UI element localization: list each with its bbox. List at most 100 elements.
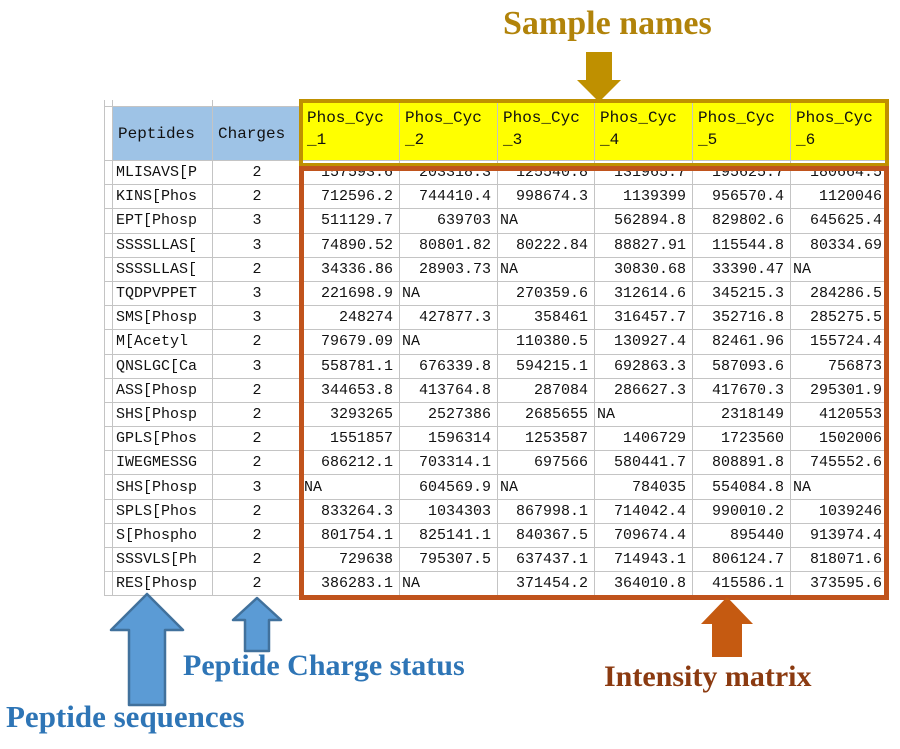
intensity-cell[interactable]: 840367.5: [498, 523, 595, 548]
intensity-cell[interactable]: 744410.4: [400, 185, 498, 210]
charge-cell[interactable]: 2: [213, 499, 302, 524]
charge-cell[interactable]: 2: [213, 185, 302, 210]
charge-cell[interactable]: 2: [213, 378, 302, 403]
intensity-cell[interactable]: 413764.8: [400, 378, 498, 403]
intensity-cell[interactable]: 352716.8: [693, 306, 791, 331]
charge-cell[interactable]: 3: [213, 475, 302, 500]
peptide-cell[interactable]: S[Phospho: [113, 523, 213, 548]
intensity-cell[interactable]: 692863.3: [595, 354, 693, 379]
intensity-cell[interactable]: 312614.6: [595, 281, 693, 307]
charge-cell[interactable]: 2: [213, 572, 302, 597]
sample-column-header-1[interactable]: Phos_Cyc_1: [302, 100, 400, 161]
intensity-cell[interactable]: 74890.52: [302, 233, 400, 258]
intensity-cell[interactable]: 801754.1: [302, 523, 400, 548]
intensity-cell[interactable]: 1039246: [791, 499, 889, 524]
charge-cell[interactable]: 3: [213, 281, 302, 307]
intensity-cell[interactable]: NA: [595, 402, 693, 428]
intensity-cell[interactable]: 729638: [302, 548, 400, 573]
intensity-cell[interactable]: 285275.5: [791, 306, 889, 331]
intensity-cell[interactable]: 1596314: [400, 427, 498, 452]
charge-cell[interactable]: 3: [213, 233, 302, 258]
intensity-cell[interactable]: 1139399: [595, 185, 693, 210]
peptide-cell[interactable]: QNSLGC[Ca: [113, 354, 213, 379]
intensity-cell[interactable]: NA: [302, 475, 400, 500]
sample-column-header-3[interactable]: Phos_Cyc_3: [498, 100, 595, 161]
charge-cell[interactable]: 3: [213, 306, 302, 331]
intensity-cell[interactable]: 110380.5: [498, 330, 595, 355]
intensity-cell[interactable]: 580441.7: [595, 451, 693, 476]
intensity-cell[interactable]: 795307.5: [400, 548, 498, 573]
intensity-cell[interactable]: 415586.1: [693, 572, 791, 597]
peptide-cell[interactable]: RES[Phosp: [113, 572, 213, 597]
intensity-cell[interactable]: 2527386: [400, 402, 498, 428]
intensity-cell[interactable]: NA: [400, 281, 498, 307]
intensity-cell[interactable]: 554084.8: [693, 475, 791, 500]
intensity-cell[interactable]: 645625.4: [791, 209, 889, 234]
intensity-cell[interactable]: NA: [791, 257, 889, 282]
peptide-cell[interactable]: SSSSLLAS[: [113, 257, 213, 282]
intensity-cell[interactable]: NA: [498, 209, 595, 234]
intensity-cell[interactable]: 130927.4: [595, 330, 693, 355]
intensity-cell[interactable]: 115544.8: [693, 233, 791, 258]
intensity-cell[interactable]: 316457.7: [595, 306, 693, 331]
intensity-cell[interactable]: 1034303: [400, 499, 498, 524]
intensity-cell[interactable]: 558781.1: [302, 354, 400, 379]
intensity-cell[interactable]: 712596.2: [302, 185, 400, 210]
intensity-cell[interactable]: 511129.7: [302, 209, 400, 234]
peptide-cell[interactable]: ASS[Phosp: [113, 378, 213, 403]
intensity-cell[interactable]: 28903.73: [400, 257, 498, 282]
charge-cell[interactable]: 2: [213, 402, 302, 428]
intensity-cell[interactable]: 79679.09: [302, 330, 400, 355]
sample-column-header-4[interactable]: Phos_Cyc_4: [595, 100, 693, 161]
intensity-cell[interactable]: 4120553: [791, 402, 889, 428]
peptide-cell[interactable]: SSSVLS[Ph: [113, 548, 213, 573]
intensity-cell[interactable]: 2318149: [693, 402, 791, 428]
intensity-cell[interactable]: 829802.6: [693, 209, 791, 234]
intensity-cell[interactable]: 270359.6: [498, 281, 595, 307]
intensity-cell[interactable]: 686212.1: [302, 451, 400, 476]
intensity-cell[interactable]: 806124.7: [693, 548, 791, 573]
intensity-cell[interactable]: NA: [400, 330, 498, 355]
intensity-cell[interactable]: 80222.84: [498, 233, 595, 258]
intensity-cell[interactable]: 345215.3: [693, 281, 791, 307]
intensity-cell[interactable]: 155724.4: [791, 330, 889, 355]
intensity-cell[interactable]: 287084: [498, 378, 595, 403]
peptide-cell[interactable]: EPT[Phosp: [113, 209, 213, 234]
intensity-cell[interactable]: 33390.47: [693, 257, 791, 282]
sample-column-header-5[interactable]: Phos_Cyc_5: [693, 100, 791, 161]
charge-cell[interactable]: 2: [213, 523, 302, 548]
intensity-cell[interactable]: 714943.1: [595, 548, 693, 573]
intensity-cell[interactable]: 131965.7: [595, 161, 693, 186]
intensity-cell[interactable]: 637437.1: [498, 548, 595, 573]
intensity-cell[interactable]: NA: [791, 475, 889, 500]
intensity-cell[interactable]: 80334.69: [791, 233, 889, 258]
peptide-cell[interactable]: GPLS[Phos: [113, 427, 213, 452]
intensity-cell[interactable]: 867998.1: [498, 499, 595, 524]
peptide-cell[interactable]: TQDPVPPET: [113, 281, 213, 307]
peptide-cell[interactable]: SMS[Phosp: [113, 306, 213, 331]
intensity-cell[interactable]: NA: [498, 257, 595, 282]
charge-cell[interactable]: 2: [213, 330, 302, 355]
intensity-cell[interactable]: 998674.3: [498, 185, 595, 210]
intensity-cell[interactable]: 3293265: [302, 402, 400, 428]
charge-cell[interactable]: 3: [213, 209, 302, 234]
intensity-cell[interactable]: 88827.91: [595, 233, 693, 258]
intensity-cell[interactable]: 562894.8: [595, 209, 693, 234]
intensity-cell[interactable]: 1406729: [595, 427, 693, 452]
intensity-cell[interactable]: 1723560: [693, 427, 791, 452]
peptide-cell[interactable]: MLISAVS[P: [113, 161, 213, 186]
intensity-cell[interactable]: NA: [498, 475, 595, 500]
intensity-cell[interactable]: 295301.9: [791, 378, 889, 403]
intensity-cell[interactable]: 697566: [498, 451, 595, 476]
peptide-cell[interactable]: SPLS[Phos: [113, 499, 213, 524]
peptide-cell[interactable]: IWEGMESSG: [113, 451, 213, 476]
intensity-cell[interactable]: 714042.4: [595, 499, 693, 524]
intensity-cell[interactable]: 221698.9: [302, 281, 400, 307]
intensity-cell[interactable]: 956570.4: [693, 185, 791, 210]
intensity-cell[interactable]: 82461.96: [693, 330, 791, 355]
intensity-cell[interactable]: 427877.3: [400, 306, 498, 331]
intensity-cell[interactable]: 703314.1: [400, 451, 498, 476]
charge-cell[interactable]: 2: [213, 427, 302, 452]
intensity-cell[interactable]: 990010.2: [693, 499, 791, 524]
intensity-cell[interactable]: 125540.8: [498, 161, 595, 186]
